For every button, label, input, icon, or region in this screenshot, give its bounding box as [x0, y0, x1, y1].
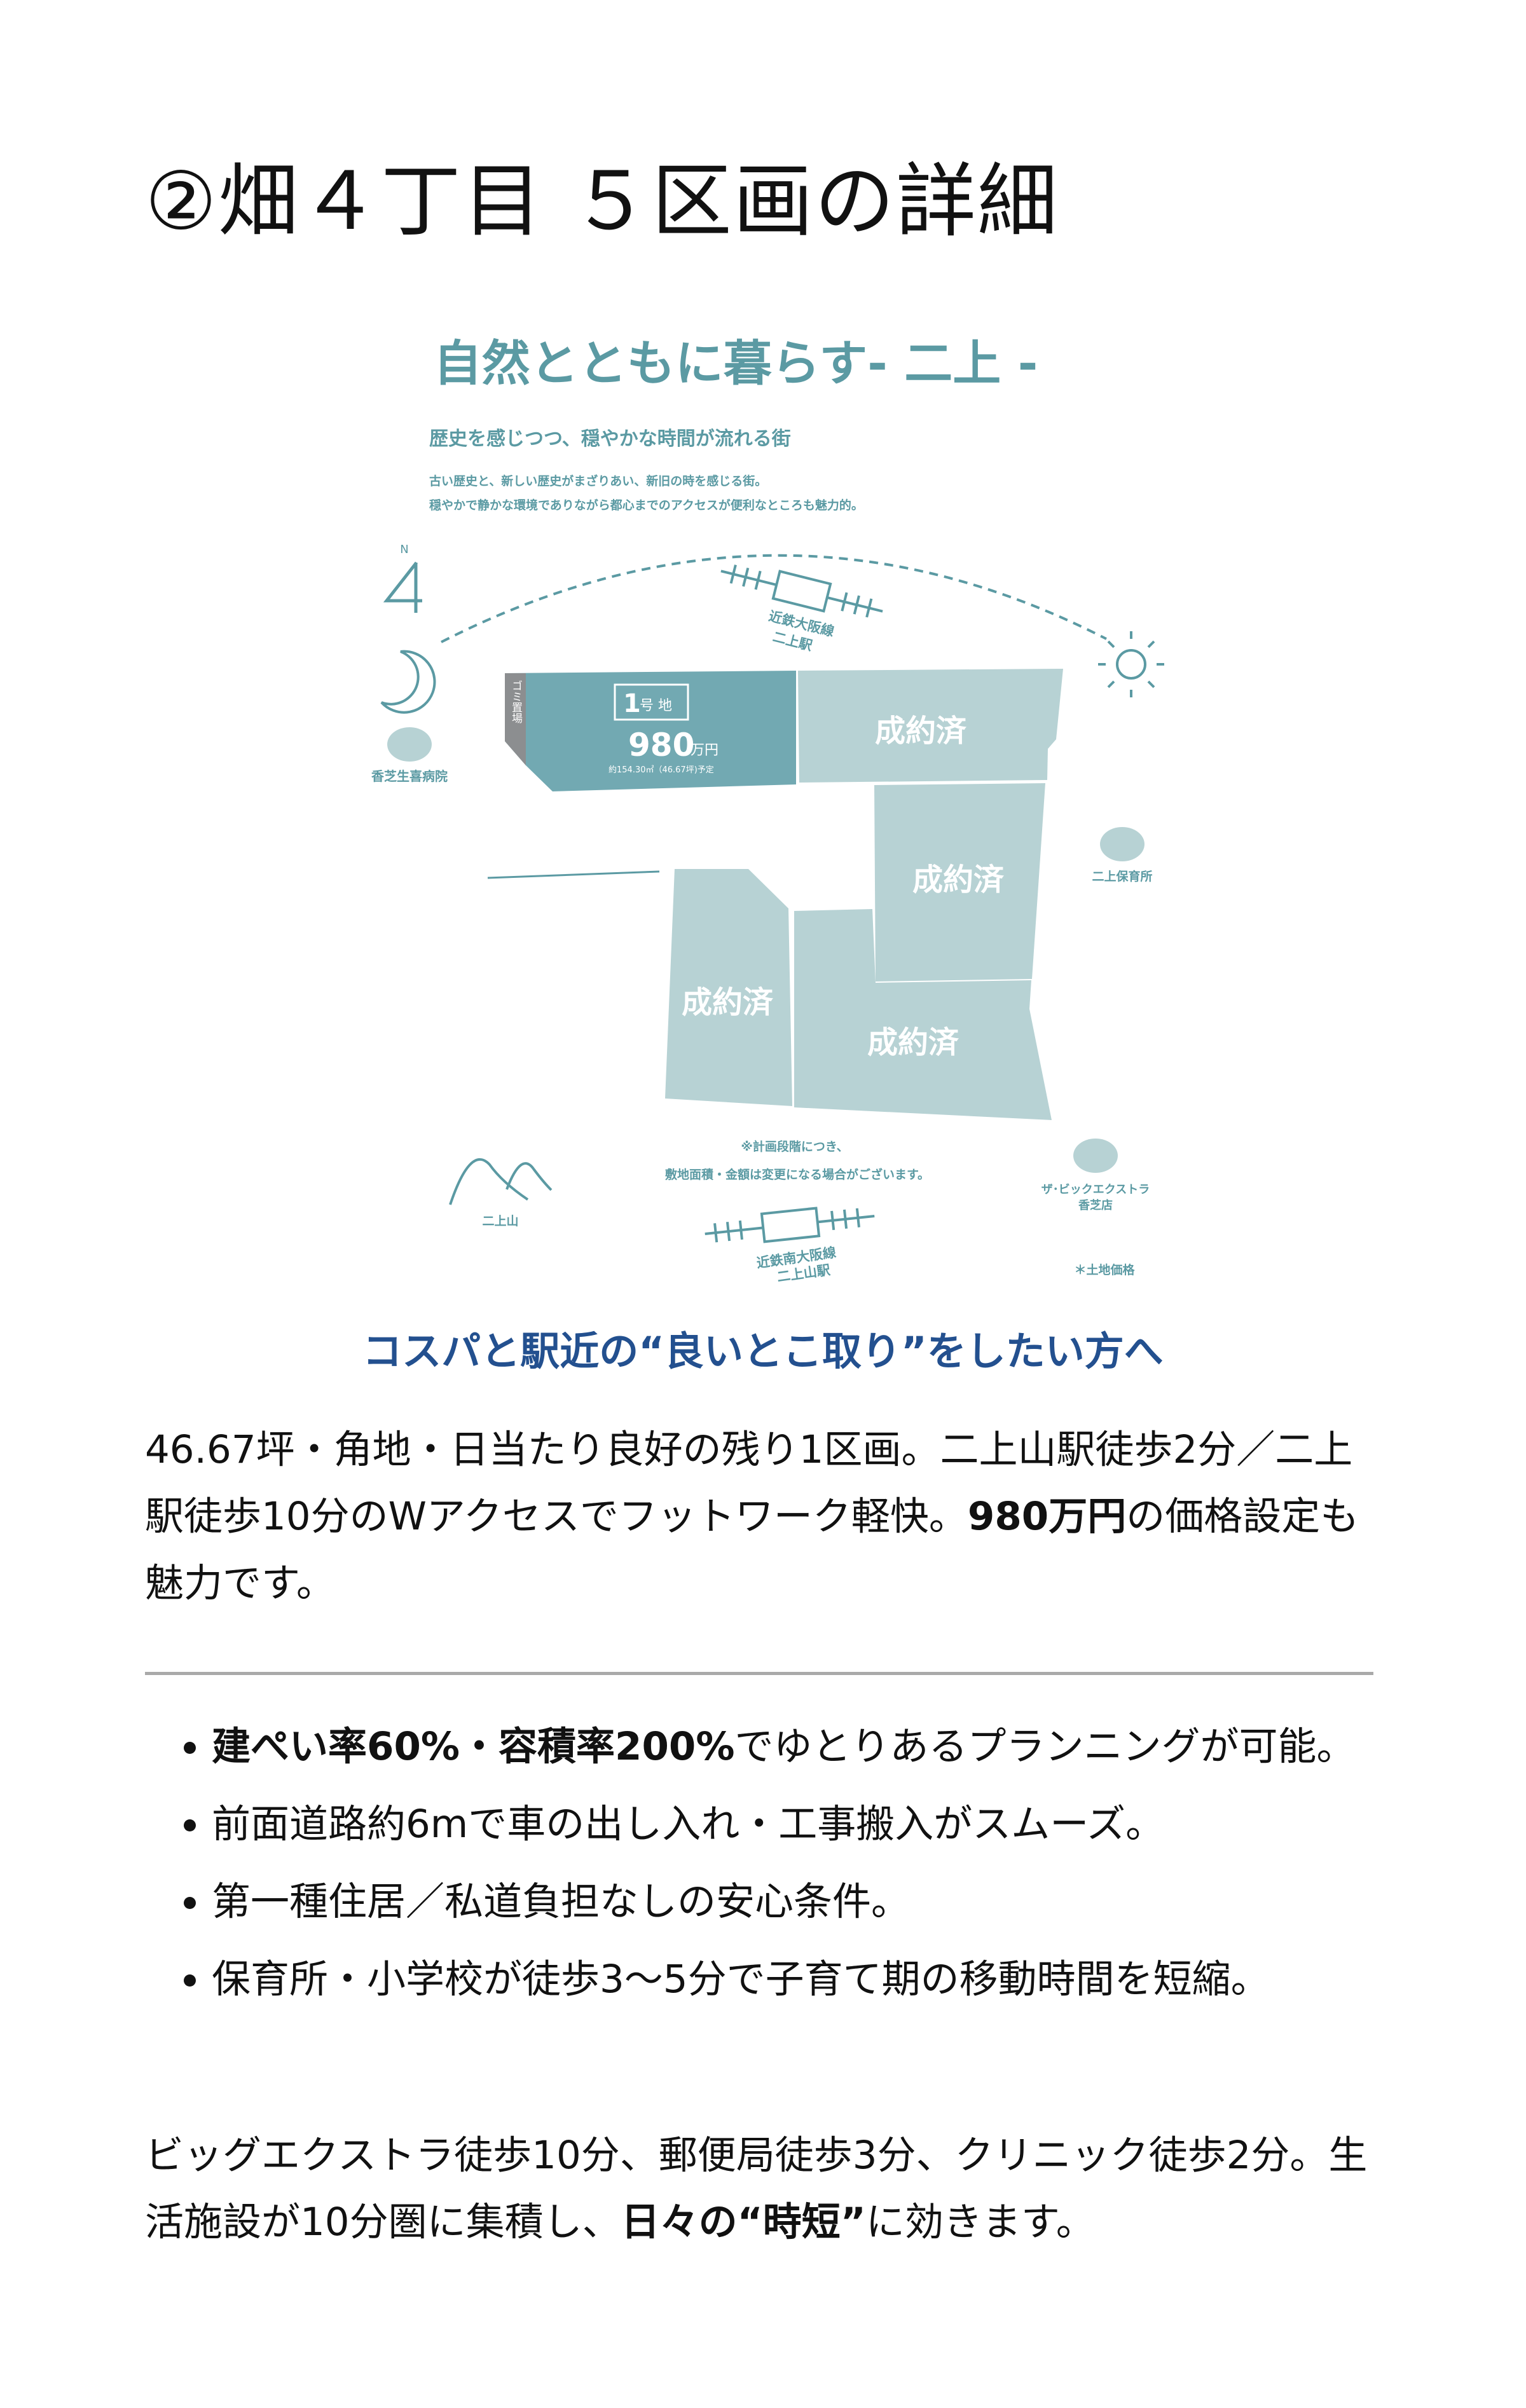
- list-item: 建ぺい率60%・容積率200%でゆとりあるプランニングが可能。: [212, 1713, 1445, 1780]
- list-item-text: 第一種住居／私道負担なしの安心条件。: [212, 1879, 911, 1924]
- road-line: [487, 870, 660, 879]
- feature-list: 建ぺい率60%・容積率200%でゆとりあるプランニングが可能。 前面道路約6mで…: [145, 1713, 1445, 2023]
- page-title: ②畑４丁目 ５区画の詳細: [145, 154, 1059, 248]
- lot-map-image: 自然とともに暮らす- 二上 - 歴史を感じつつ、穏やかな時間が流れる街 古い歴史…: [371, 335, 1164, 1285]
- divider: [145, 1672, 1373, 1675]
- list-item-bold: 建ぺい率60%・容積率200%: [212, 1724, 735, 1769]
- store-label-line2: 香芝店: [1078, 1198, 1113, 1212]
- nursery-label: 二上保育所: [1092, 869, 1152, 884]
- list-item-text: 保育所・小学校が徒歩3〜5分で子育て期の移動時間を短縮。: [212, 1957, 1270, 2002]
- outro-bold: 日々の“時短”: [621, 2199, 866, 2245]
- lot-sold-4[interactable]: [665, 869, 792, 1106]
- list-item-text: 前面道路約6mで車の出し入れ・工事搬入がスムーズ。: [212, 1802, 1165, 1847]
- intro-price-bold: 980万円: [967, 1494, 1127, 1539]
- railway-bottom-icon: [705, 1207, 875, 1243]
- north-arrow-icon: [383, 561, 422, 613]
- lot-sold-5[interactable]: [794, 909, 1052, 1120]
- map-note-line2: 敷地面積・金額は変更になる場合がございます。: [665, 1167, 930, 1182]
- lot-sold-3[interactable]: [874, 783, 1045, 982]
- sun-icon: [1098, 631, 1164, 697]
- map-tagline: 歴史を感じつつ、穏やかな時間が流れる街: [429, 428, 791, 450]
- map-headline: 自然とともに暮らす- 二上 -: [434, 335, 1038, 392]
- sold-label: 成約済: [867, 1025, 959, 1060]
- lot-1-badge: [614, 683, 689, 721]
- list-item-text: でゆとりあるプランニングが可能。: [734, 1724, 1356, 1769]
- moon-icon: [380, 650, 436, 714]
- map-desc-line2: 穏やかで静かな環境でありながら都心までのアクセスが便利なところも魅力的。: [429, 498, 863, 512]
- subheading: コスパと駅近の“良いとこ取り”をしたい方へ: [362, 1328, 1164, 1374]
- list-item: 前面道路約6mで車の出し入れ・工事搬入がスムーズ。: [212, 1791, 1445, 1857]
- store-label-line1: ザ･ビックエクストラ: [1041, 1183, 1150, 1196]
- intro-paragraph: 46.67坪・角地・日当たり良好の残り1区画。二上山駅徒歩2分／二上駅徒歩10分…: [145, 1416, 1378, 1617]
- hospital-label: 香芝生喜病院: [371, 769, 448, 784]
- railway-top-icon: [720, 564, 883, 618]
- intro-text: 46.67坪・角地・日当たり良好の残り1区画。二上山駅徒歩2分／二上駅徒歩10分…: [145, 1427, 1353, 1539]
- nursery-marker: [1100, 827, 1144, 861]
- lot-1-price: 980: [628, 727, 694, 763]
- lot-1-number: 1: [623, 689, 641, 718]
- mountain-label: 二上山: [482, 1214, 518, 1228]
- list-item: 保育所・小学校が徒歩3〜5分で子育て期の移動時間を短縮。: [212, 1946, 1445, 2013]
- outro-paragraph: ビッグエクストラ徒歩10分、郵便局徒歩3分、クリニック徒歩2分。生活施設が10分…: [145, 2122, 1378, 2255]
- garbage-area: [505, 673, 526, 765]
- sold-label: 成約済: [875, 713, 967, 749]
- lot-sold-2[interactable]: [798, 669, 1063, 783]
- garbage-label: ゴミ置場: [509, 680, 523, 724]
- lot-1-area: 約154.30㎡（46.67坪)予定: [608, 765, 714, 775]
- mountain-icon: [449, 1158, 553, 1205]
- map-note-line1: ※計画段階につき、: [741, 1139, 848, 1154]
- sold-label: 成約済: [682, 985, 774, 1020]
- lot-1[interactable]: [505, 671, 796, 791]
- intro-text-end: の価格設定も魅力です。: [145, 1494, 1359, 1606]
- outro-text-end: に効きます。: [865, 2199, 1095, 2245]
- sun-path-arc: [441, 554, 1107, 643]
- hospital-marker: [387, 727, 432, 762]
- store-marker: [1073, 1139, 1118, 1173]
- map-desc-line1: 古い歴史と、新しい歴史がまざりあい、新旧の時を感じる街。: [429, 474, 767, 488]
- list-item: 第一種住居／私道負担なしの安心条件。: [212, 1868, 1445, 1935]
- north-label: N: [400, 543, 408, 556]
- price-note: ＊土地価格: [1074, 1262, 1135, 1277]
- lot-1-price-unit: 万円: [691, 742, 718, 758]
- outro-text: ビッグエクストラ徒歩10分、郵便局徒歩3分、クリニック徒歩2分。生活施設が10分…: [145, 2133, 1368, 2245]
- sold-label: 成約済: [912, 862, 1005, 898]
- lot-1-suffix: 号 地: [640, 698, 672, 714]
